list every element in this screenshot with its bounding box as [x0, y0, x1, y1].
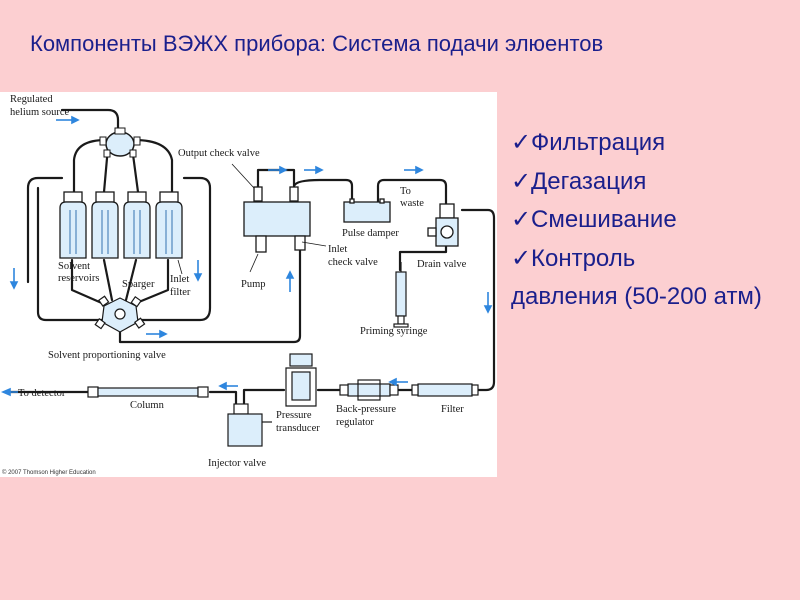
flow-arrow-icon	[388, 377, 397, 387]
flow-arrow-icon	[218, 381, 227, 391]
label-backpressure-2: regulator	[336, 417, 374, 428]
pressure-transducer	[285, 353, 317, 407]
label-inlet-check-2: check valve	[328, 257, 378, 268]
copyright-text: © 2007 Thomson Higher Education	[2, 469, 96, 476]
solvent-reservoirs	[59, 191, 183, 259]
flow-arrow-icon	[415, 165, 424, 175]
checkmark-icon: ✓	[511, 206, 532, 233]
reservoir-4	[155, 191, 183, 259]
bullet-item: ✓Дегазация	[511, 163, 762, 202]
flow-arrow-icon	[9, 281, 19, 290]
reservoir-3	[123, 191, 151, 259]
hplc-diagram: Regulated helium source Output check val…	[0, 92, 497, 477]
flow-arrows	[0, 115, 493, 397]
bullet-item: ✓Фильтрация	[511, 124, 762, 163]
bullet-list: ✓Фильтрация ✓Дегазация ✓Смешивание ✓Конт…	[511, 124, 762, 317]
filter	[411, 383, 479, 397]
checkmark-icon: ✓	[511, 129, 532, 156]
label-helium-1: Regulated	[10, 94, 53, 105]
backpressure-regulator	[339, 379, 399, 401]
reservoir-2	[91, 191, 119, 259]
label-inlet-filter-1: Inlet	[170, 274, 189, 285]
label-sparger: Sparger	[122, 279, 155, 290]
flow-arrow-icon	[483, 305, 493, 314]
checkmark-icon: ✓	[511, 244, 532, 272]
label-proportioning-valve: Solvent proportioning valve	[48, 350, 166, 361]
flow-arrow-icon	[71, 115, 80, 125]
pulse-damper	[343, 198, 391, 223]
bullet-item: ✓Смешивание	[511, 201, 762, 240]
label-inlet-check-1: Inlet	[328, 244, 347, 255]
bullet-text: Контроль	[531, 244, 636, 272]
bullet-item: ✓Контроль	[511, 240, 762, 279]
flow-arrow-icon	[315, 165, 324, 175]
label-drain-valve: Drain valve	[417, 259, 467, 270]
label-pressure-2: transducer	[276, 423, 320, 434]
flow-arrow-icon	[279, 165, 288, 175]
bullet-continuation: давления (50-200 атм)	[511, 283, 762, 310]
helium-manifold	[99, 127, 141, 158]
label-to-waste-1: To	[400, 186, 411, 197]
slide-title: Компоненты ВЭЖХ прибора: Система подачи …	[30, 31, 604, 56]
column	[87, 386, 209, 398]
flow-arrow-icon	[0, 387, 11, 397]
label-pulse-damper: Pulse damper	[342, 228, 399, 239]
injector-valve	[227, 403, 272, 447]
pump	[243, 186, 311, 253]
inlet-check-valve	[294, 235, 306, 251]
label-pressure-1: Pressure	[276, 410, 312, 421]
label-inlet-filter-2: filter	[170, 287, 191, 298]
label-injector-valve: Injector valve	[208, 458, 266, 469]
priming-syringe	[393, 262, 409, 328]
checkmark-icon: ✓	[511, 167, 532, 195]
bullet-text: Дегазация	[531, 167, 647, 195]
proportioning-valve	[94, 295, 146, 333]
label-solvent-res-1: Solvent	[58, 261, 90, 272]
leader-lines	[177, 163, 327, 275]
label-priming-syringe: Priming syringe	[360, 326, 428, 337]
label-to-detector: To detector	[18, 388, 66, 399]
label-backpressure-1: Back-pressure	[336, 404, 396, 415]
output-check-valve	[253, 186, 263, 202]
label-column: Column	[130, 400, 165, 411]
label-pump: Pump	[241, 279, 266, 290]
label-solvent-res-2: reservoirs	[58, 273, 99, 284]
label-filter: Filter	[441, 404, 464, 415]
flow-arrow-icon	[285, 270, 295, 279]
label-output-check-valve: Output check valve	[178, 148, 260, 159]
bullet-text: Смешивание	[531, 206, 677, 233]
flow-arrow-icon	[193, 273, 203, 282]
drain-valve	[427, 203, 459, 247]
label-to-waste-2: waste	[400, 198, 424, 209]
flow-arrow-icon	[159, 329, 168, 339]
bullet-text: Фильтрация	[531, 129, 666, 156]
reservoir-1	[59, 191, 87, 259]
label-helium-2: helium source	[10, 107, 70, 118]
